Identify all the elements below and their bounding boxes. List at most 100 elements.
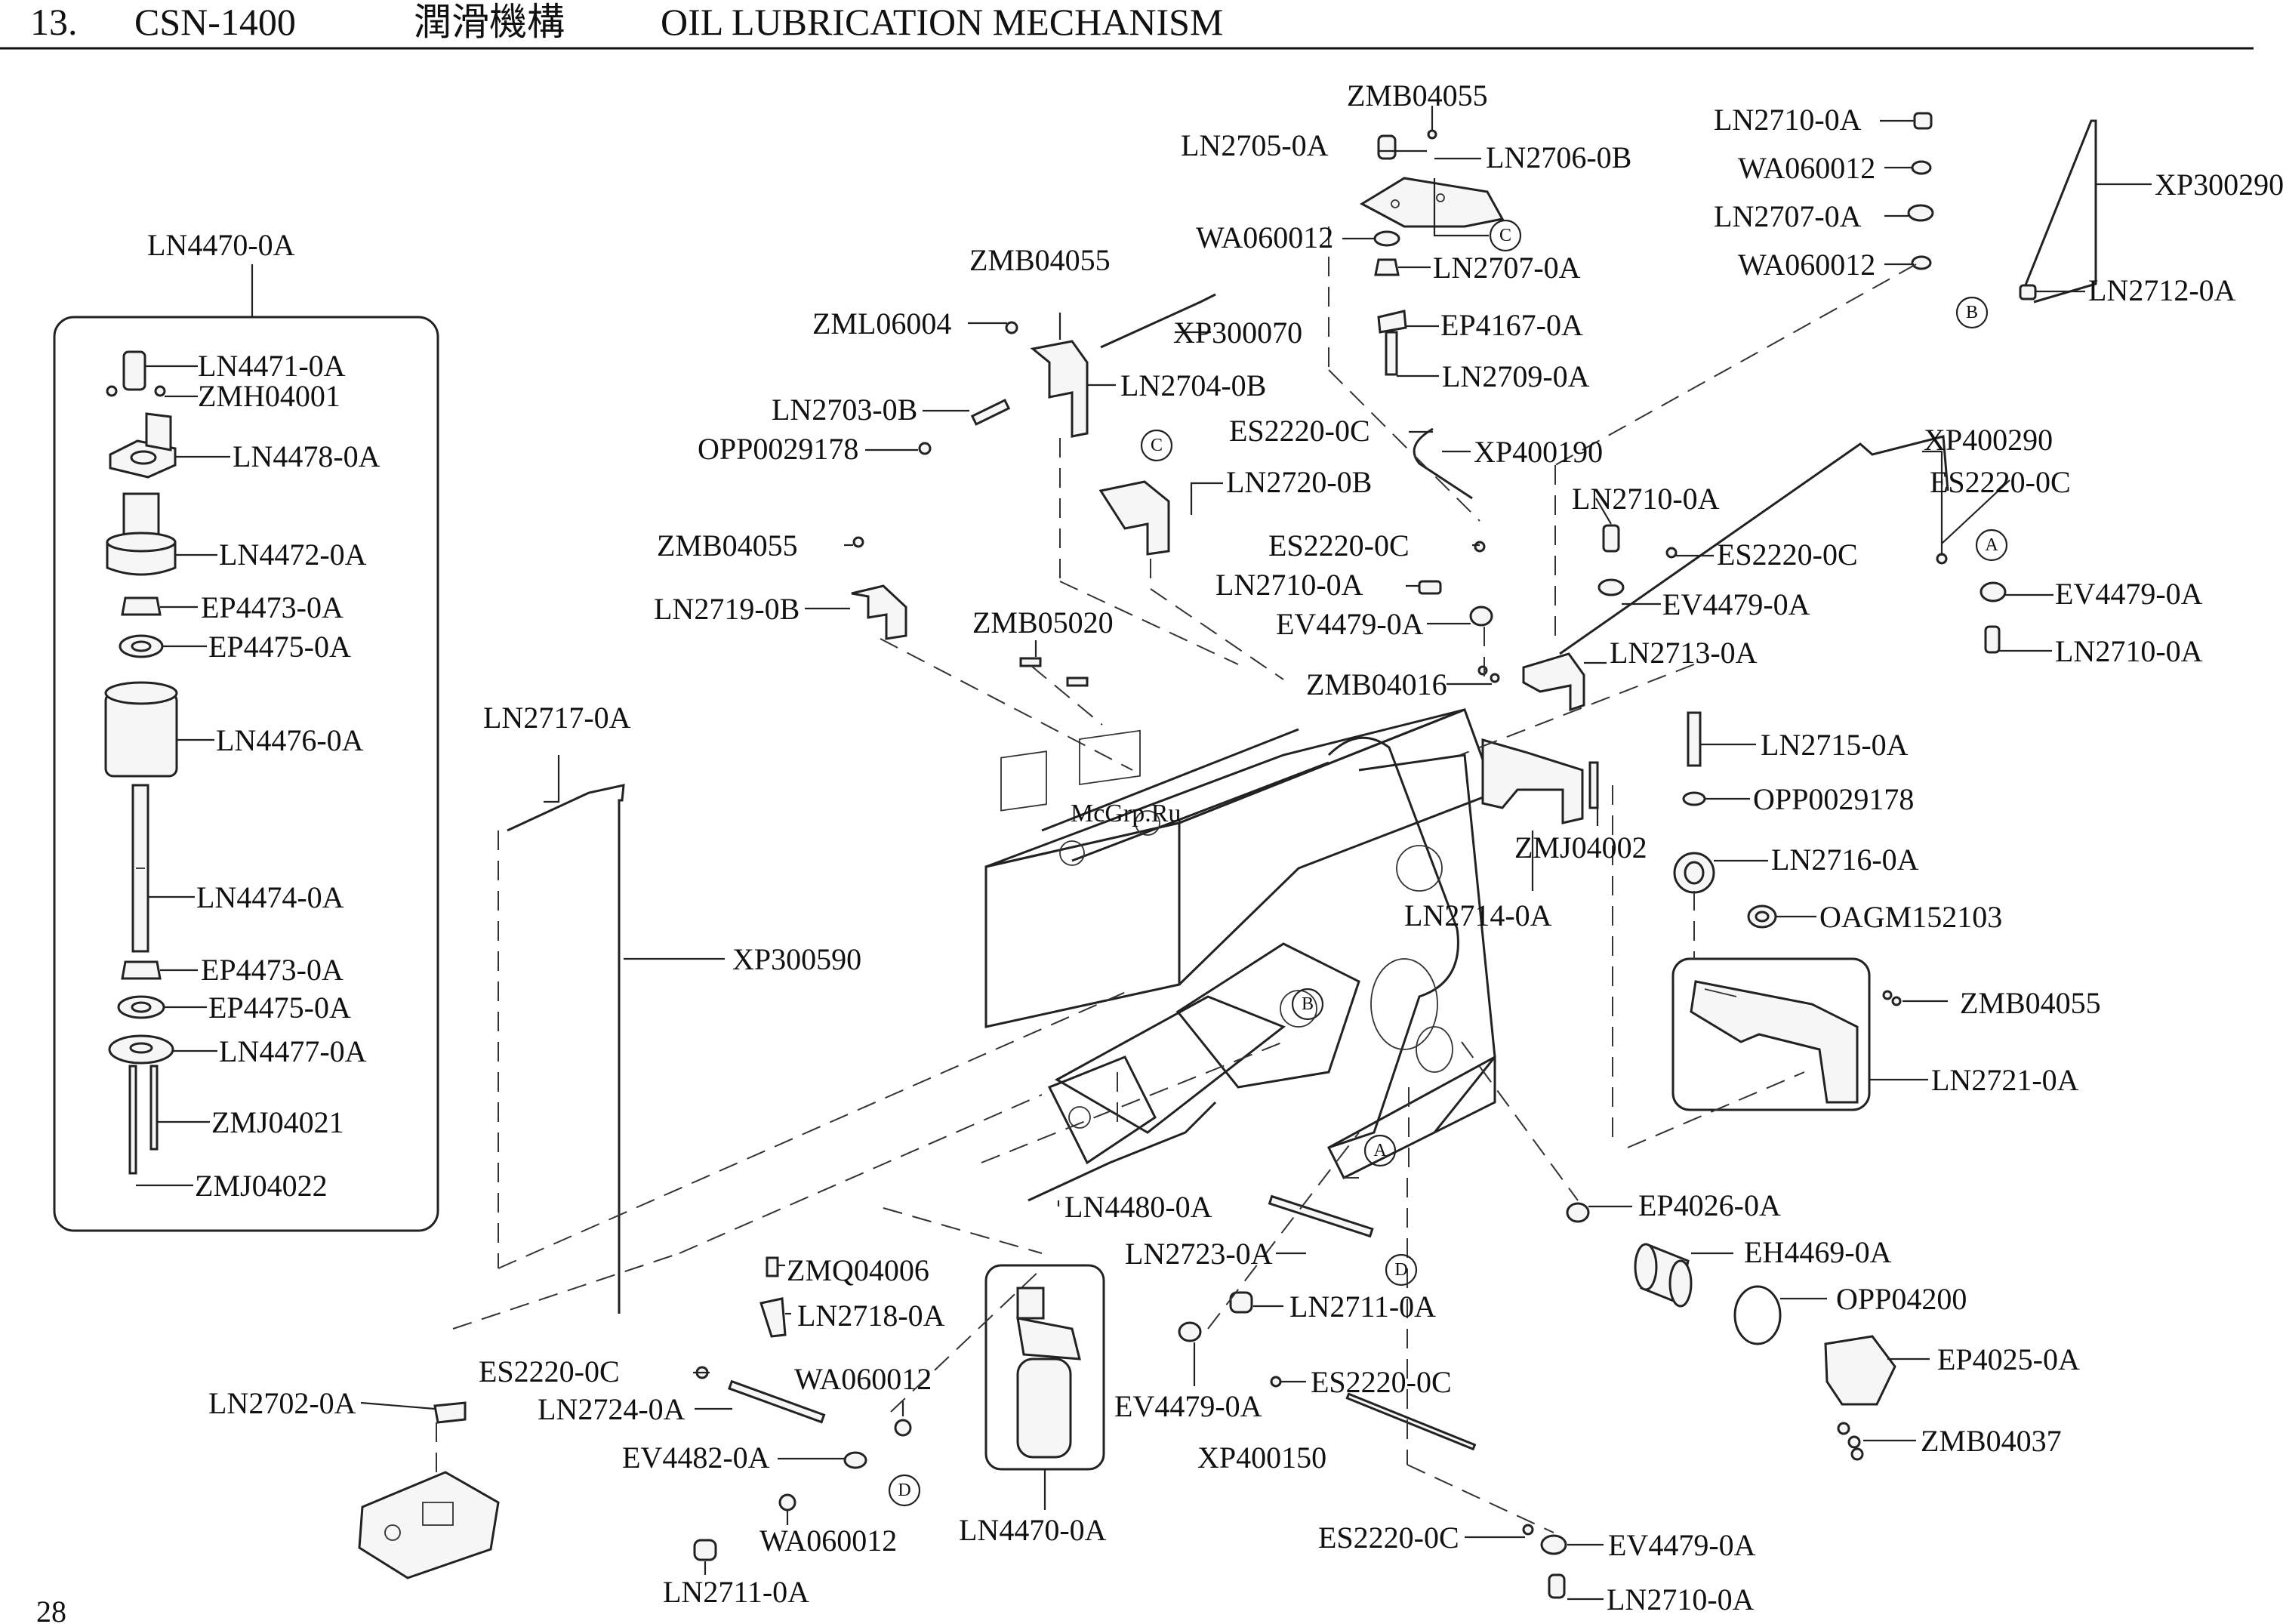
tube-xp300290 bbox=[2023, 119, 2097, 304]
part-label: EP4475-0A bbox=[208, 630, 351, 664]
bracket-ln2714 bbox=[1481, 738, 1599, 824]
ref-letter: A bbox=[1373, 1141, 1387, 1160]
hook-base-casting bbox=[1047, 1055, 1157, 1165]
part-label: WA060012 bbox=[759, 1524, 897, 1558]
page-number: 28 bbox=[36, 1595, 66, 1624]
part-label: EV4482-0A bbox=[622, 1441, 770, 1475]
part-label: ZMJ04022 bbox=[195, 1169, 328, 1203]
part-label: LN2713-0A bbox=[1610, 636, 1758, 670]
part-label: ES2220-0C bbox=[479, 1354, 620, 1388]
page-header: 13. CSN-1400 潤滑機構 OIL LUBRICATION MECHAN… bbox=[0, 1, 2254, 50]
pump-cylinder bbox=[104, 681, 178, 778]
fittings-lower bbox=[693, 1256, 1567, 1599]
part-label: LN2717-0A bbox=[483, 701, 631, 735]
part-label: LN4470-0A bbox=[959, 1513, 1107, 1547]
bracket-ln2706 bbox=[1359, 129, 1505, 376]
pump-bracket bbox=[109, 412, 177, 479]
part-label: LN2706-0B bbox=[1486, 140, 1631, 174]
ref-letter: A bbox=[1985, 535, 1998, 555]
part-label: LN2707-0A bbox=[1714, 199, 1862, 233]
ref-letter: B bbox=[1302, 994, 1314, 1014]
pump-ring-2 bbox=[117, 995, 165, 1019]
part-label: LN2712-0A bbox=[2088, 273, 2236, 307]
part-label: ZMJ04021 bbox=[211, 1105, 344, 1139]
part-label: LN4477-0A bbox=[219, 1034, 367, 1068]
part-label: EP4025-0A bbox=[1937, 1342, 2080, 1376]
part-label: WA060012 bbox=[1738, 151, 1875, 185]
part-label: ZMB04016 bbox=[1306, 667, 1447, 701]
model-number: CSN-1400 bbox=[134, 1, 296, 43]
pump-ring-1 bbox=[119, 634, 164, 658]
screws-zmb05020 bbox=[1019, 657, 1089, 687]
ref-circle bbox=[1385, 1253, 1418, 1287]
part-label: LN2711-0A bbox=[1289, 1290, 1436, 1324]
part-label: EP4473-0A bbox=[201, 590, 344, 624]
part-label: ES2220-0C bbox=[1311, 1365, 1452, 1399]
part-label: LN4472-0A bbox=[219, 538, 367, 572]
part-label: EP4026-0A bbox=[1638, 1188, 1781, 1222]
bracket-ln2720 bbox=[1098, 480, 1170, 556]
part-label: ES2220-0C bbox=[1318, 1521, 1459, 1555]
part-label: ZMB04055 bbox=[657, 528, 798, 562]
part-label: XP300590 bbox=[732, 942, 861, 976]
part-label: ES2220-0C bbox=[1229, 414, 1370, 448]
part-label: LN4476-0A bbox=[216, 723, 364, 757]
part-label: LN2710-0A bbox=[2055, 634, 2203, 668]
pump-base-plate bbox=[108, 1034, 174, 1065]
pump-nut-1 bbox=[121, 596, 162, 616]
part-label: LN2724-0A bbox=[538, 1392, 686, 1426]
part-label: ES2220-0C bbox=[1717, 538, 1858, 572]
part-label: LN2720-0B bbox=[1226, 465, 1372, 499]
cover-ln2721-inset bbox=[1671, 957, 1902, 1111]
tube-xp400290 bbox=[1559, 435, 1949, 655]
ref-letter: C bbox=[1499, 226, 1511, 245]
bracket-ln2704 bbox=[918, 321, 1089, 455]
part-label: LN2702-0A bbox=[208, 1386, 356, 1420]
part-label: EV4479-0A bbox=[2055, 577, 2203, 611]
part-label: LN4478-0A bbox=[233, 439, 380, 473]
fittings-right-upper bbox=[1907, 112, 2037, 300]
assembly-dashed-lines bbox=[436, 226, 1917, 1533]
ref-letter: B bbox=[1966, 303, 1978, 322]
part-label: XP400150 bbox=[1197, 1441, 1326, 1475]
part-label: LN2710-0A bbox=[1714, 103, 1862, 137]
part-label: EV4479-0A bbox=[1662, 587, 1810, 621]
pump-long-screws bbox=[128, 1065, 159, 1175]
part-label: ZMB04055 bbox=[1347, 79, 1488, 112]
part-label: ZMB04055 bbox=[1960, 986, 2101, 1020]
part-label: LN2703-0B bbox=[772, 393, 917, 427]
ref-circle bbox=[1489, 219, 1522, 252]
title-cjk: 潤滑機構 bbox=[414, 1, 565, 43]
part-label: LN2710-0A bbox=[1607, 1582, 1755, 1616]
machine-arm-casting bbox=[984, 708, 1496, 1180]
part-label: ES2220-0C bbox=[1930, 465, 2071, 499]
ref-letter: D bbox=[898, 1481, 910, 1500]
part-label: EH4469-0A bbox=[1744, 1235, 1892, 1269]
part-label: WA060012 bbox=[1738, 248, 1875, 282]
part-label: XP300290 bbox=[2155, 168, 2283, 202]
pump-nut-2 bbox=[121, 960, 162, 980]
ref-letter: D bbox=[1394, 1260, 1407, 1280]
part-label: LN2709-0A bbox=[1442, 359, 1590, 393]
section-number: 13. bbox=[30, 1, 78, 43]
part-label: LN4474-0A bbox=[196, 880, 344, 914]
part-label: LN2705-0A bbox=[1181, 128, 1329, 162]
ref-letter: C bbox=[1151, 436, 1163, 455]
part-label: XP300070 bbox=[1173, 316, 1302, 350]
part-label: EP4473-0A bbox=[201, 953, 344, 987]
oil-pump-lower bbox=[984, 1264, 1105, 1471]
oil-cap-group bbox=[1673, 711, 1777, 929]
bracket-ln2713 bbox=[1477, 652, 1585, 712]
part-label: ZML06004 bbox=[812, 307, 951, 341]
part-label: LN2710-0A bbox=[1215, 568, 1363, 602]
part-label: LN4470-0A bbox=[147, 228, 295, 262]
part-label: LN2721-0A bbox=[1931, 1063, 2079, 1097]
part-label: LN2714-0A bbox=[1404, 898, 1552, 932]
part-label: ES2220-0C bbox=[1268, 528, 1410, 562]
part-label: WA060012 bbox=[1196, 220, 1333, 254]
fittings-right-mid bbox=[1418, 524, 2007, 654]
part-label: EV4479-0A bbox=[1114, 1389, 1262, 1423]
part-label: LN2723-0A bbox=[1125, 1237, 1273, 1271]
title-english: OIL LUBRICATION MECHANISM bbox=[661, 1, 1223, 43]
bracket-ln2719 bbox=[851, 536, 907, 640]
